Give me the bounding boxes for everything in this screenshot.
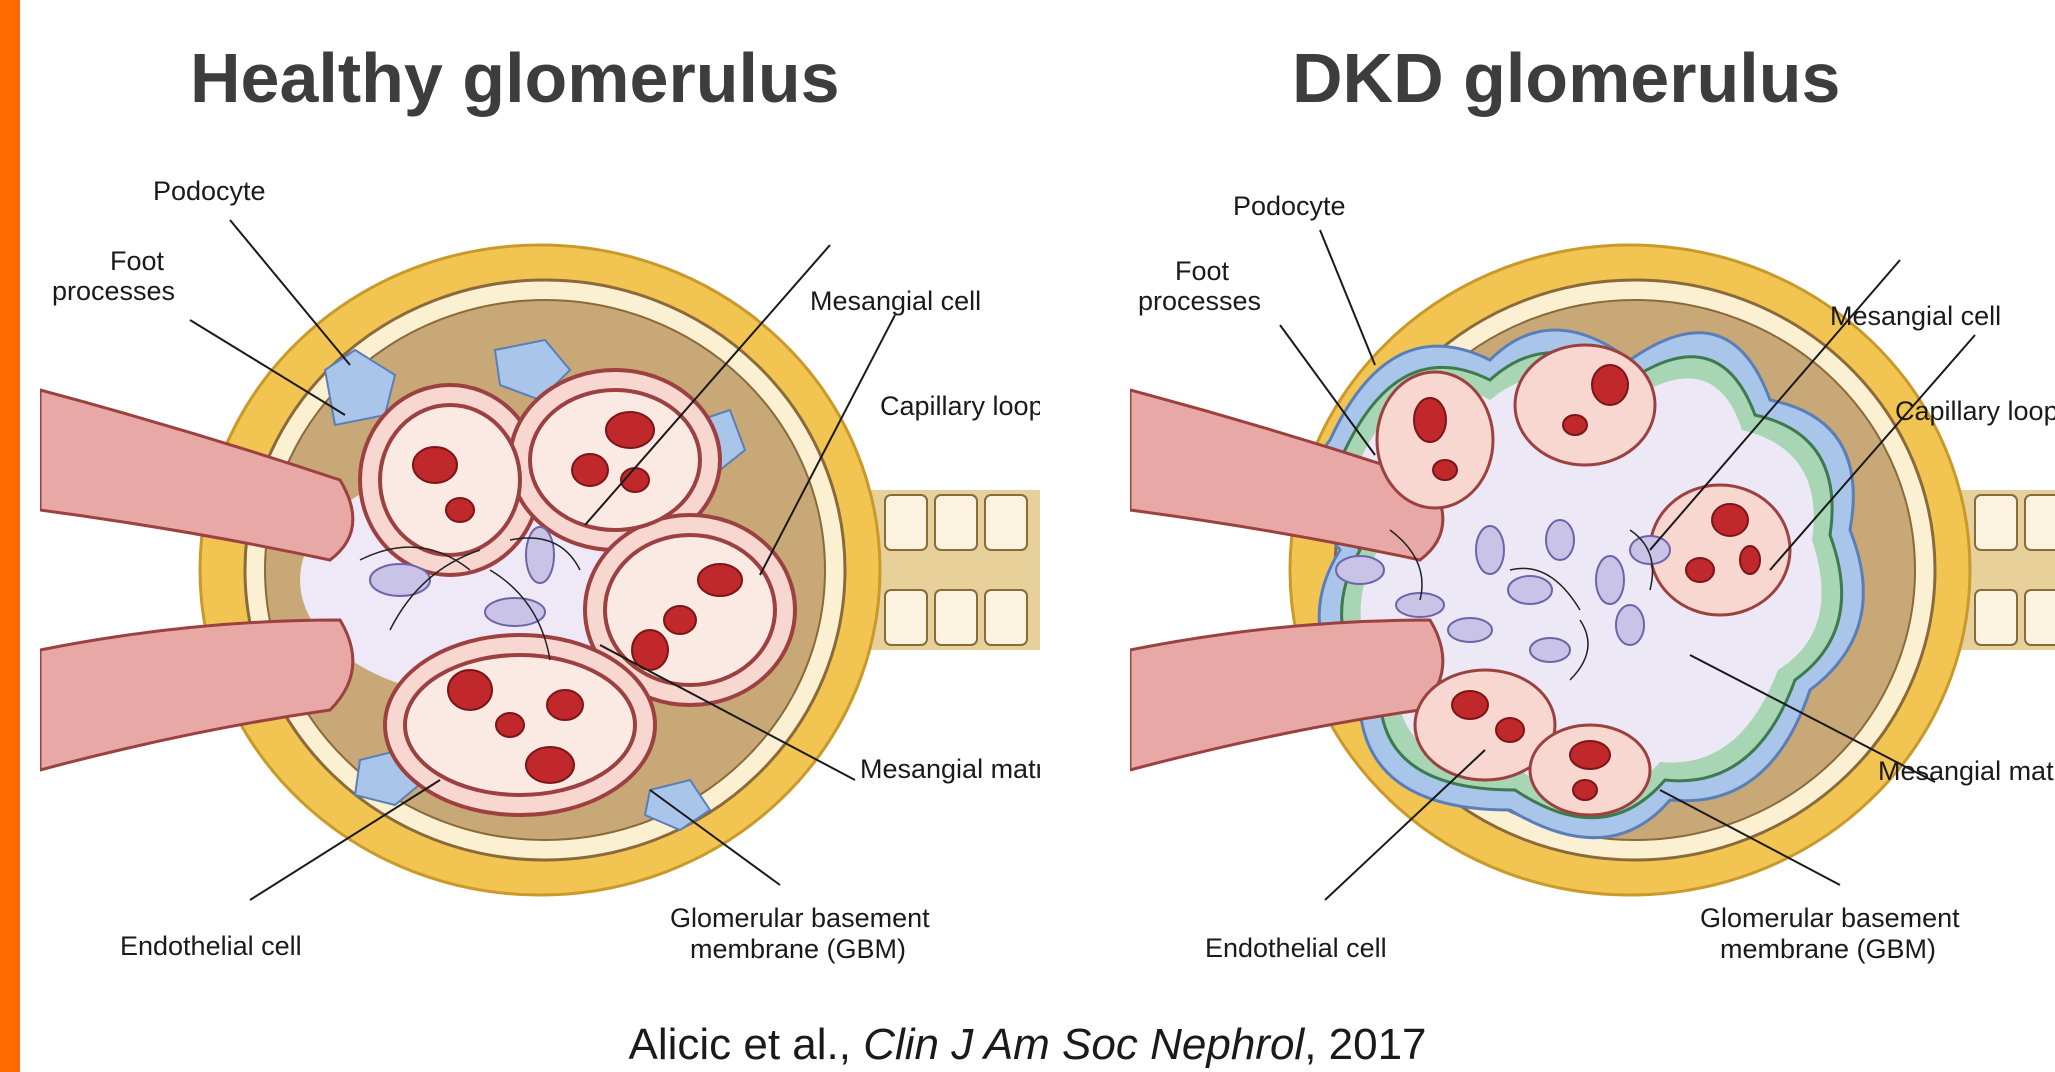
- endothelial-cell-label: Endothelial cell: [120, 931, 302, 961]
- healthy-glomerulus-diagram: Podocyte Foot processes Mesangial cell C…: [40, 150, 1040, 980]
- gbm-label-line2: membrane (GBM): [1720, 934, 1936, 964]
- healthy-glomerulus-title: Healthy glomerulus: [190, 38, 840, 118]
- capillary-loop-label: Capillary loop: [880, 391, 1040, 421]
- accent-bar: [0, 0, 20, 1072]
- gbm-label-line2: membrane (GBM): [690, 934, 906, 964]
- podocyte-label: Podocyte: [1233, 191, 1346, 221]
- citation-journal: Clin J Am Soc Nephrol: [863, 1020, 1304, 1069]
- endothelial-cell-label: Endothelial cell: [1205, 933, 1387, 963]
- citation-authors: Alicic et al.,: [628, 1020, 863, 1069]
- mesangial-cell-label: Mesangial cell: [1830, 301, 2001, 331]
- dkd-glomerulus-illustration: [1130, 245, 2055, 895]
- gbm-label-line1: Glomerular basement: [670, 903, 930, 933]
- healthy-glomerulus-illustration: [40, 245, 1040, 895]
- foot-processes-label-line2: processes: [1138, 286, 1261, 316]
- dkd-glomerulus-title: DKD glomerulus: [1292, 38, 1840, 118]
- foot-processes-label-line1: Foot: [110, 246, 165, 276]
- dkd-glomerulus-diagram: Podocyte Foot processes Mesangial cell C…: [1130, 150, 2055, 980]
- citation: Alicic et al., Clin J Am Soc Nephrol, 20…: [0, 1020, 2055, 1070]
- gbm-label-line1: Glomerular basement: [1700, 903, 1960, 933]
- podocyte-label: Podocyte: [153, 176, 266, 206]
- mesangial-cell-label: Mesangial cell: [810, 286, 981, 316]
- foot-processes-label-line1: Foot: [1175, 256, 1230, 286]
- mesangial-matrix-label: Mesangial matrix: [1878, 756, 2055, 786]
- capillary-loop-label: Capillary loop: [1895, 396, 2055, 426]
- mesangial-matrix-label: Mesangial matrix: [860, 754, 1040, 784]
- foot-processes-label-line2: processes: [52, 276, 175, 306]
- citation-year: , 2017: [1304, 1020, 1426, 1069]
